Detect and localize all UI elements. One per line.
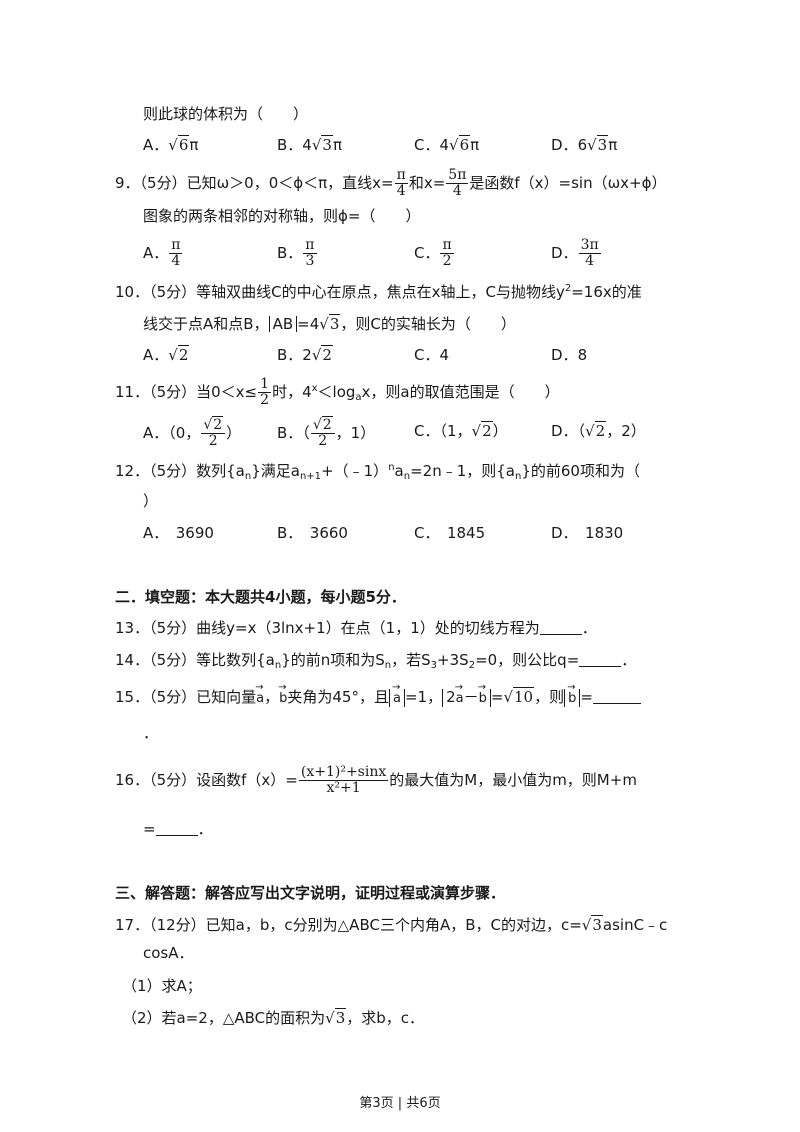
q14-stem: 14．（5分）等比数列{an}的前n项和为Sn，若S3+3S2=0，则公比q=．	[115, 651, 637, 671]
q10-option-a: A．√2	[143, 345, 190, 364]
q10-option-b: B．2√2	[277, 345, 333, 364]
section-3-heading: 三、解答题：解答应写出文字说明，证明过程或演算步骤．	[115, 884, 506, 902]
q12-stem: 12．（5分）数列{an}满足an+1+（﹣1）nan=2n﹣1，则{an}的前…	[115, 462, 640, 482]
q15-stem: 15．（5分）已知向量a，b夹角为45°，且a=1，2a－b=√10，则b=	[115, 677, 641, 710]
q8-stem-tail: 则此球的体积为（ ）	[143, 105, 309, 123]
q11-option-d: D．（√2，2）	[551, 421, 646, 440]
q17-stem: 17．（12分）已知a，b，c分别为△ABC三个内角A，B，C的对边，c=√3a…	[115, 915, 668, 934]
q11-option-c: C．（1，√2）	[414, 421, 508, 440]
q10-stem-line2: 线交于点A和点B，AB=4√3，则C的实轴长为（ ）	[143, 314, 516, 333]
q12-option-b: B． 3660	[277, 524, 348, 542]
footer-separator: |	[397, 1096, 403, 1111]
q8-option-c: C．4√6π	[414, 135, 480, 154]
q15-stem-line2: ．	[143, 724, 159, 742]
q8-option-a: A．√6π	[143, 135, 199, 154]
q13-answer-blank	[539, 620, 582, 635]
q12-option-c: C． 1845	[414, 524, 486, 542]
q14-answer-blank	[579, 652, 622, 667]
q9-stem-line2: 图象的两条相邻的对称轴，则ϕ=（ ）	[143, 207, 421, 225]
q13-stem: 13．（5分）曲线y=x（3lnx+1）在点（1，1）处的切线方程为．	[115, 619, 597, 637]
q12-option-d: D． 1830	[551, 524, 624, 542]
q17-subquestion-1: （1）求A；	[122, 977, 202, 995]
section-2-heading: 二．填空题：本大题共4小题，每小题5分．	[115, 588, 406, 606]
q8-option-d: D．6√3π	[551, 135, 618, 154]
footer-page-number: 第3页	[359, 1096, 394, 1111]
q17-stem-line2: cosA．	[143, 944, 194, 962]
q10-stem: 10．（5分）等轴双曲线C的中心在原点，焦点在x轴上，C与抛物线y2=16x的准	[115, 283, 642, 301]
q16-answer-blank	[155, 821, 198, 836]
q15-answer-blank	[592, 689, 641, 704]
q12-stem-line2: ）	[143, 492, 159, 510]
page-footer: 第3页 | 共6页	[0, 1092, 800, 1111]
q10-option-c: C．4	[414, 346, 450, 364]
footer-total-pages: 共6页	[406, 1096, 441, 1111]
q10-option-d: D．8	[551, 346, 588, 364]
q17-subquestion-2: （2）若a=2，△ABC的面积为√3，求b，c．	[122, 1008, 425, 1027]
q12-option-a: A． 3690	[143, 524, 214, 542]
q16-stem-line2: =．	[143, 820, 213, 838]
q8-option-b: B．4√3π	[277, 135, 342, 154]
